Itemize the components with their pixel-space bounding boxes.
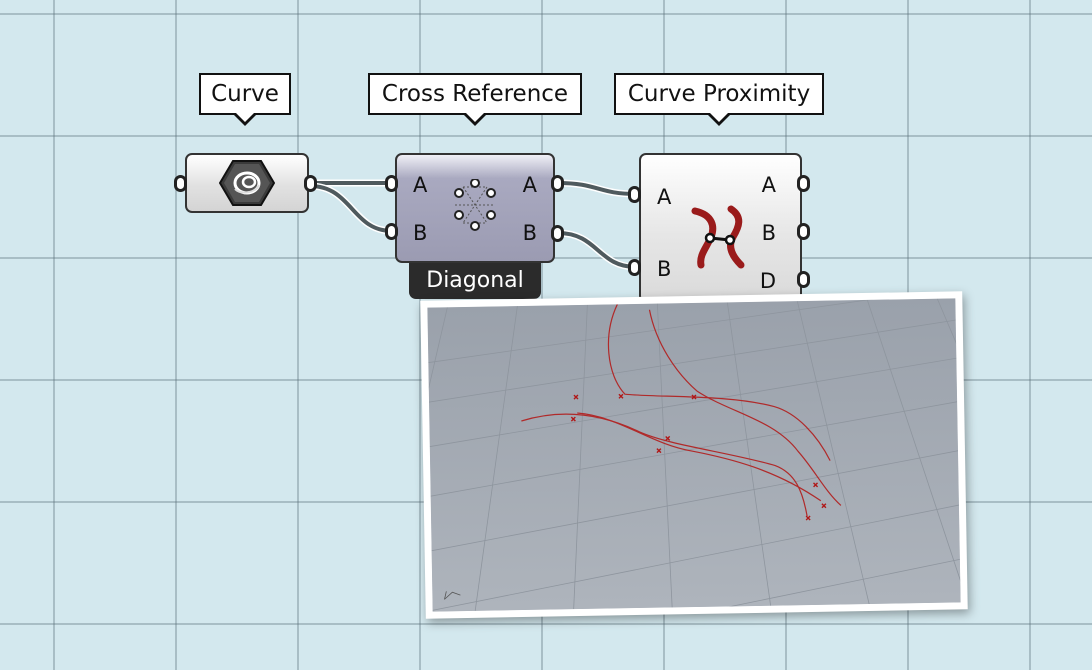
prox-output-b: B [761,221,776,245]
viewport-image [427,298,961,612]
curve-proximity-component[interactable]: A B A B D [639,153,802,303]
prox-input-b-grip[interactable] [628,259,641,276]
viewport-snapshot [420,291,968,619]
prox-input-a-grip[interactable] [628,186,641,203]
viewport-scene [427,298,961,612]
curve-proximity-label: Curve Proximity [614,73,824,115]
curve-output-grip[interactable] [304,175,317,192]
viewport-curves [521,304,842,517]
cross-output-b: B [522,221,537,245]
curve-input-grip[interactable] [174,175,187,192]
curve-parameter[interactable] [185,153,309,213]
prox-output-d: D [759,269,776,293]
wire-curve-to-cross-b[interactable] [308,184,394,233]
prox-output-a: A [761,173,776,197]
curve-param-icon [219,160,275,206]
proximity-points [570,393,827,521]
prox-input-a: A [657,185,672,209]
curve-label: Curve [199,73,291,115]
axis-gizmo-icon [444,591,461,600]
prox-output-d-grip[interactable] [797,271,810,288]
cross-reference-component[interactable]: A B A B [395,153,555,263]
cross-reference-label: Cross Reference [368,73,582,115]
cross-input-b-grip[interactable] [385,223,398,240]
cross-output-a: A [522,173,537,197]
cross-input-a-grip[interactable] [385,175,398,192]
cross-reference-icon [454,179,496,231]
cross-output-a-grip[interactable] [551,175,564,192]
cross-input-a: A [413,173,428,197]
cross-reference-mode-label[interactable]: Diagonal [409,261,541,299]
cross-input-b: B [413,221,428,245]
prox-output-a-grip[interactable] [797,175,810,192]
curve-proximity-icon [691,205,745,269]
prox-output-b-grip[interactable] [797,223,810,240]
wire-cross-b-to-prox-b[interactable] [556,231,638,269]
wire-cross-a-to-prox-a[interactable] [556,181,638,196]
prox-input-b: B [657,257,672,281]
cross-output-b-grip[interactable] [551,225,564,242]
